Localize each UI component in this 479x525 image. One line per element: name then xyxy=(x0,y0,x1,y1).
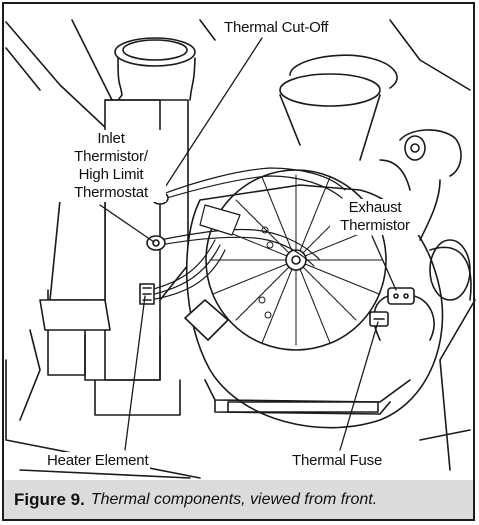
blower-wheel-spokes xyxy=(209,174,383,346)
housing-bracket xyxy=(184,299,229,341)
heater-element-terminals xyxy=(139,283,155,305)
right-side-motor xyxy=(379,129,472,301)
heater-element-leader xyxy=(124,295,146,451)
blower-outlet-pipe xyxy=(279,54,398,161)
inlet-thermistor-leader xyxy=(99,204,155,243)
cabinet-panel xyxy=(5,19,476,479)
inlet-label-line-4: Thermostat xyxy=(74,184,148,201)
thermal-fuse-leader xyxy=(339,321,379,451)
inlet-thermistor-label: Inlet Thermistor/ High Limit Thermostat xyxy=(56,130,166,202)
inlet-label-line-2: Thermistor/ xyxy=(74,148,148,165)
inlet-duct xyxy=(39,37,196,416)
thermal-cutoff-label: Thermal Cut-Off xyxy=(222,19,331,37)
thermal-fuse-component xyxy=(369,311,389,327)
figure-caption: Figure 9. Thermal components, viewed fro… xyxy=(4,480,473,519)
heater-element-label: Heater Element xyxy=(45,452,151,470)
exhaust-thermistor-component xyxy=(373,287,435,341)
figure-caption-text: Thermal components, viewed from front. xyxy=(90,490,378,508)
exhaust-thermistor-label: Exhaust Thermistor xyxy=(330,199,420,235)
figure-number: Figure 9. xyxy=(14,489,85,509)
inlet-thermistor-component xyxy=(146,235,166,251)
exhaust-label-line-1: Exhaust xyxy=(348,199,402,216)
inlet-label-line-3: High Limit xyxy=(78,166,144,183)
thermal-fuse-label: Thermal Fuse xyxy=(290,452,385,470)
inlet-wiring xyxy=(149,167,346,301)
callout-leaders xyxy=(99,37,397,451)
exhaust-thermistor-leader xyxy=(371,235,397,291)
figure-frame xyxy=(2,2,475,521)
inlet-label-line-1: Inlet xyxy=(97,130,125,147)
exhaust-label-line-2: Thermistor xyxy=(340,217,410,234)
thermal-cutoff-leader xyxy=(159,37,263,196)
